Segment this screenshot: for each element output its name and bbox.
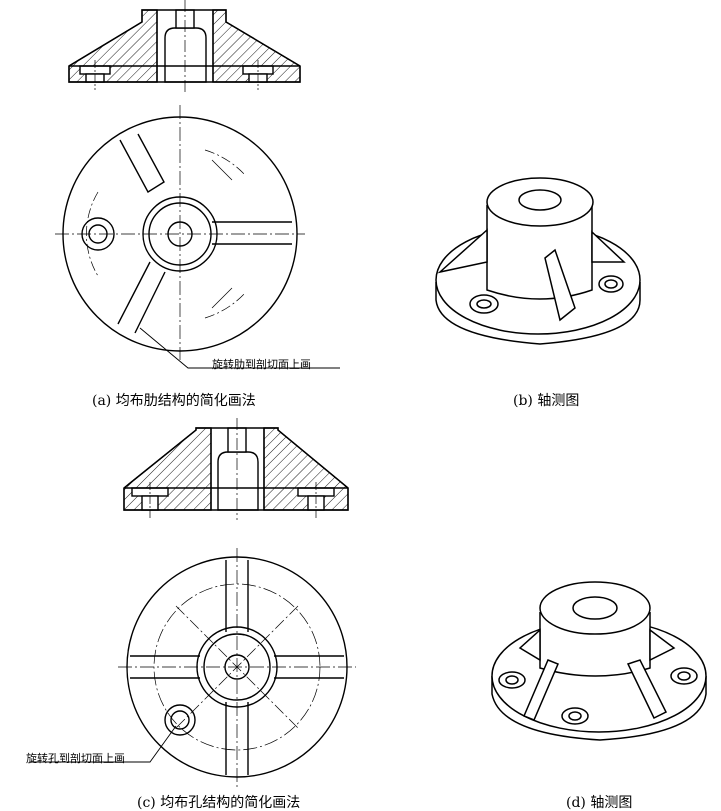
caption-c: (c) 均布孔结构的简化画法 <box>137 795 301 811</box>
isometric-view-d <box>491 581 707 741</box>
hole-rotation-note: 旋转孔到剖切面上画 <box>26 752 125 765</box>
rib-rotation-note: 旋转肋到剖切面上画 <box>212 358 311 371</box>
caption-d: (d) 轴测图 <box>566 795 633 811</box>
caption-b: (b) 轴测图 <box>513 393 580 409</box>
section-view-c <box>123 418 349 520</box>
plan-view-a <box>55 105 340 369</box>
plan-view-c <box>30 548 356 788</box>
isometric-view-b <box>435 177 641 345</box>
caption-a: (a) 均布肋结构的简化画法 <box>92 393 256 409</box>
section-view-a <box>68 0 301 95</box>
